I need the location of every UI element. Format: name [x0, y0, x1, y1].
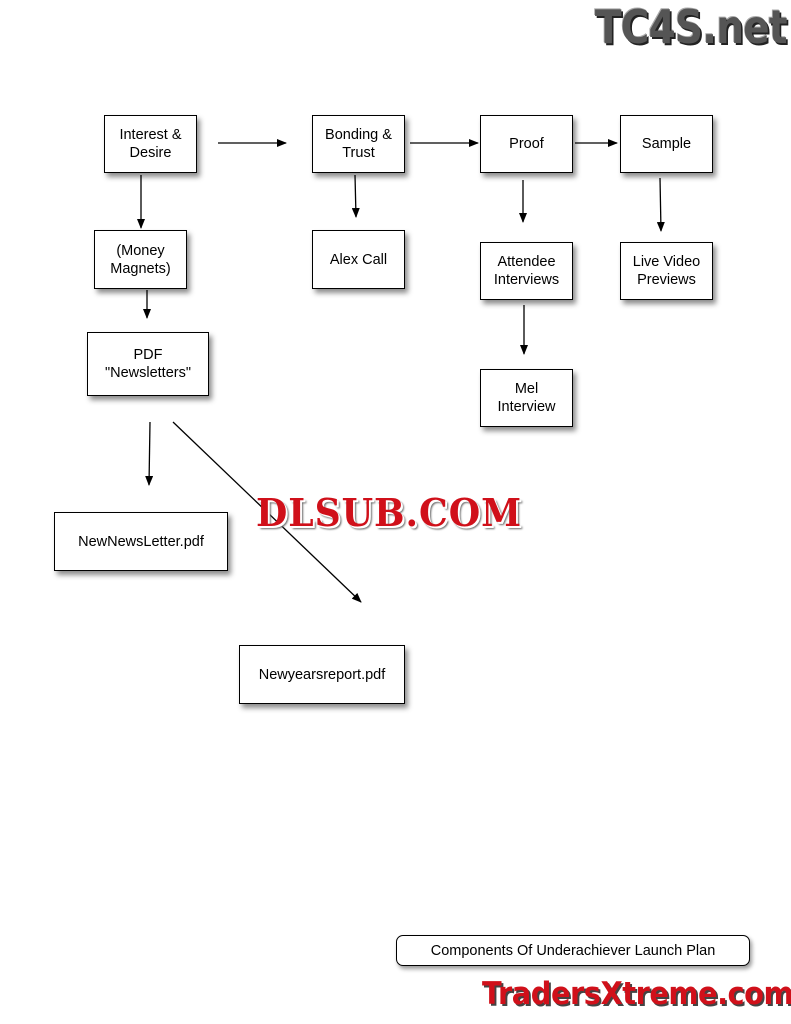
node-money-magnets: (Money Magnets)	[94, 230, 187, 289]
node-mel-interview: Mel Interview	[480, 369, 573, 427]
node-proof: Proof	[480, 115, 573, 173]
node-live-video-previews: Live Video Previews	[620, 242, 713, 300]
tradersxtreme-watermark: TradersXtreme.com	[482, 976, 791, 1012]
arrow-sample-to-live	[656, 177, 665, 232]
node-bonding-trust: Bonding & Trust	[312, 115, 405, 173]
node-attendee-interviews: Attendee Interviews	[480, 242, 573, 300]
tc4s-watermark: TC4S.net	[595, 0, 788, 54]
arrow-pdf-to-newyears	[172, 421, 362, 603]
diagram-caption: Components Of Underachiever Launch Plan	[396, 935, 750, 966]
node-newnewsletter-pdf: NewNewsLetter.pdf	[54, 512, 228, 571]
node-alex-call: Alex Call	[312, 230, 405, 289]
node-pdf-newsletters: PDF "Newsletters"	[87, 332, 209, 396]
arrow-pdf-to-newsletter	[145, 421, 154, 486]
dlsub-watermark: DLSUB.COM	[256, 490, 523, 535]
node-sample: Sample	[620, 115, 713, 173]
node-interest-desire: Interest & Desire	[104, 115, 197, 173]
arrow-bonding-to-alex	[351, 174, 360, 218]
node-newyearsreport-pdf: Newyearsreport.pdf	[239, 645, 405, 704]
